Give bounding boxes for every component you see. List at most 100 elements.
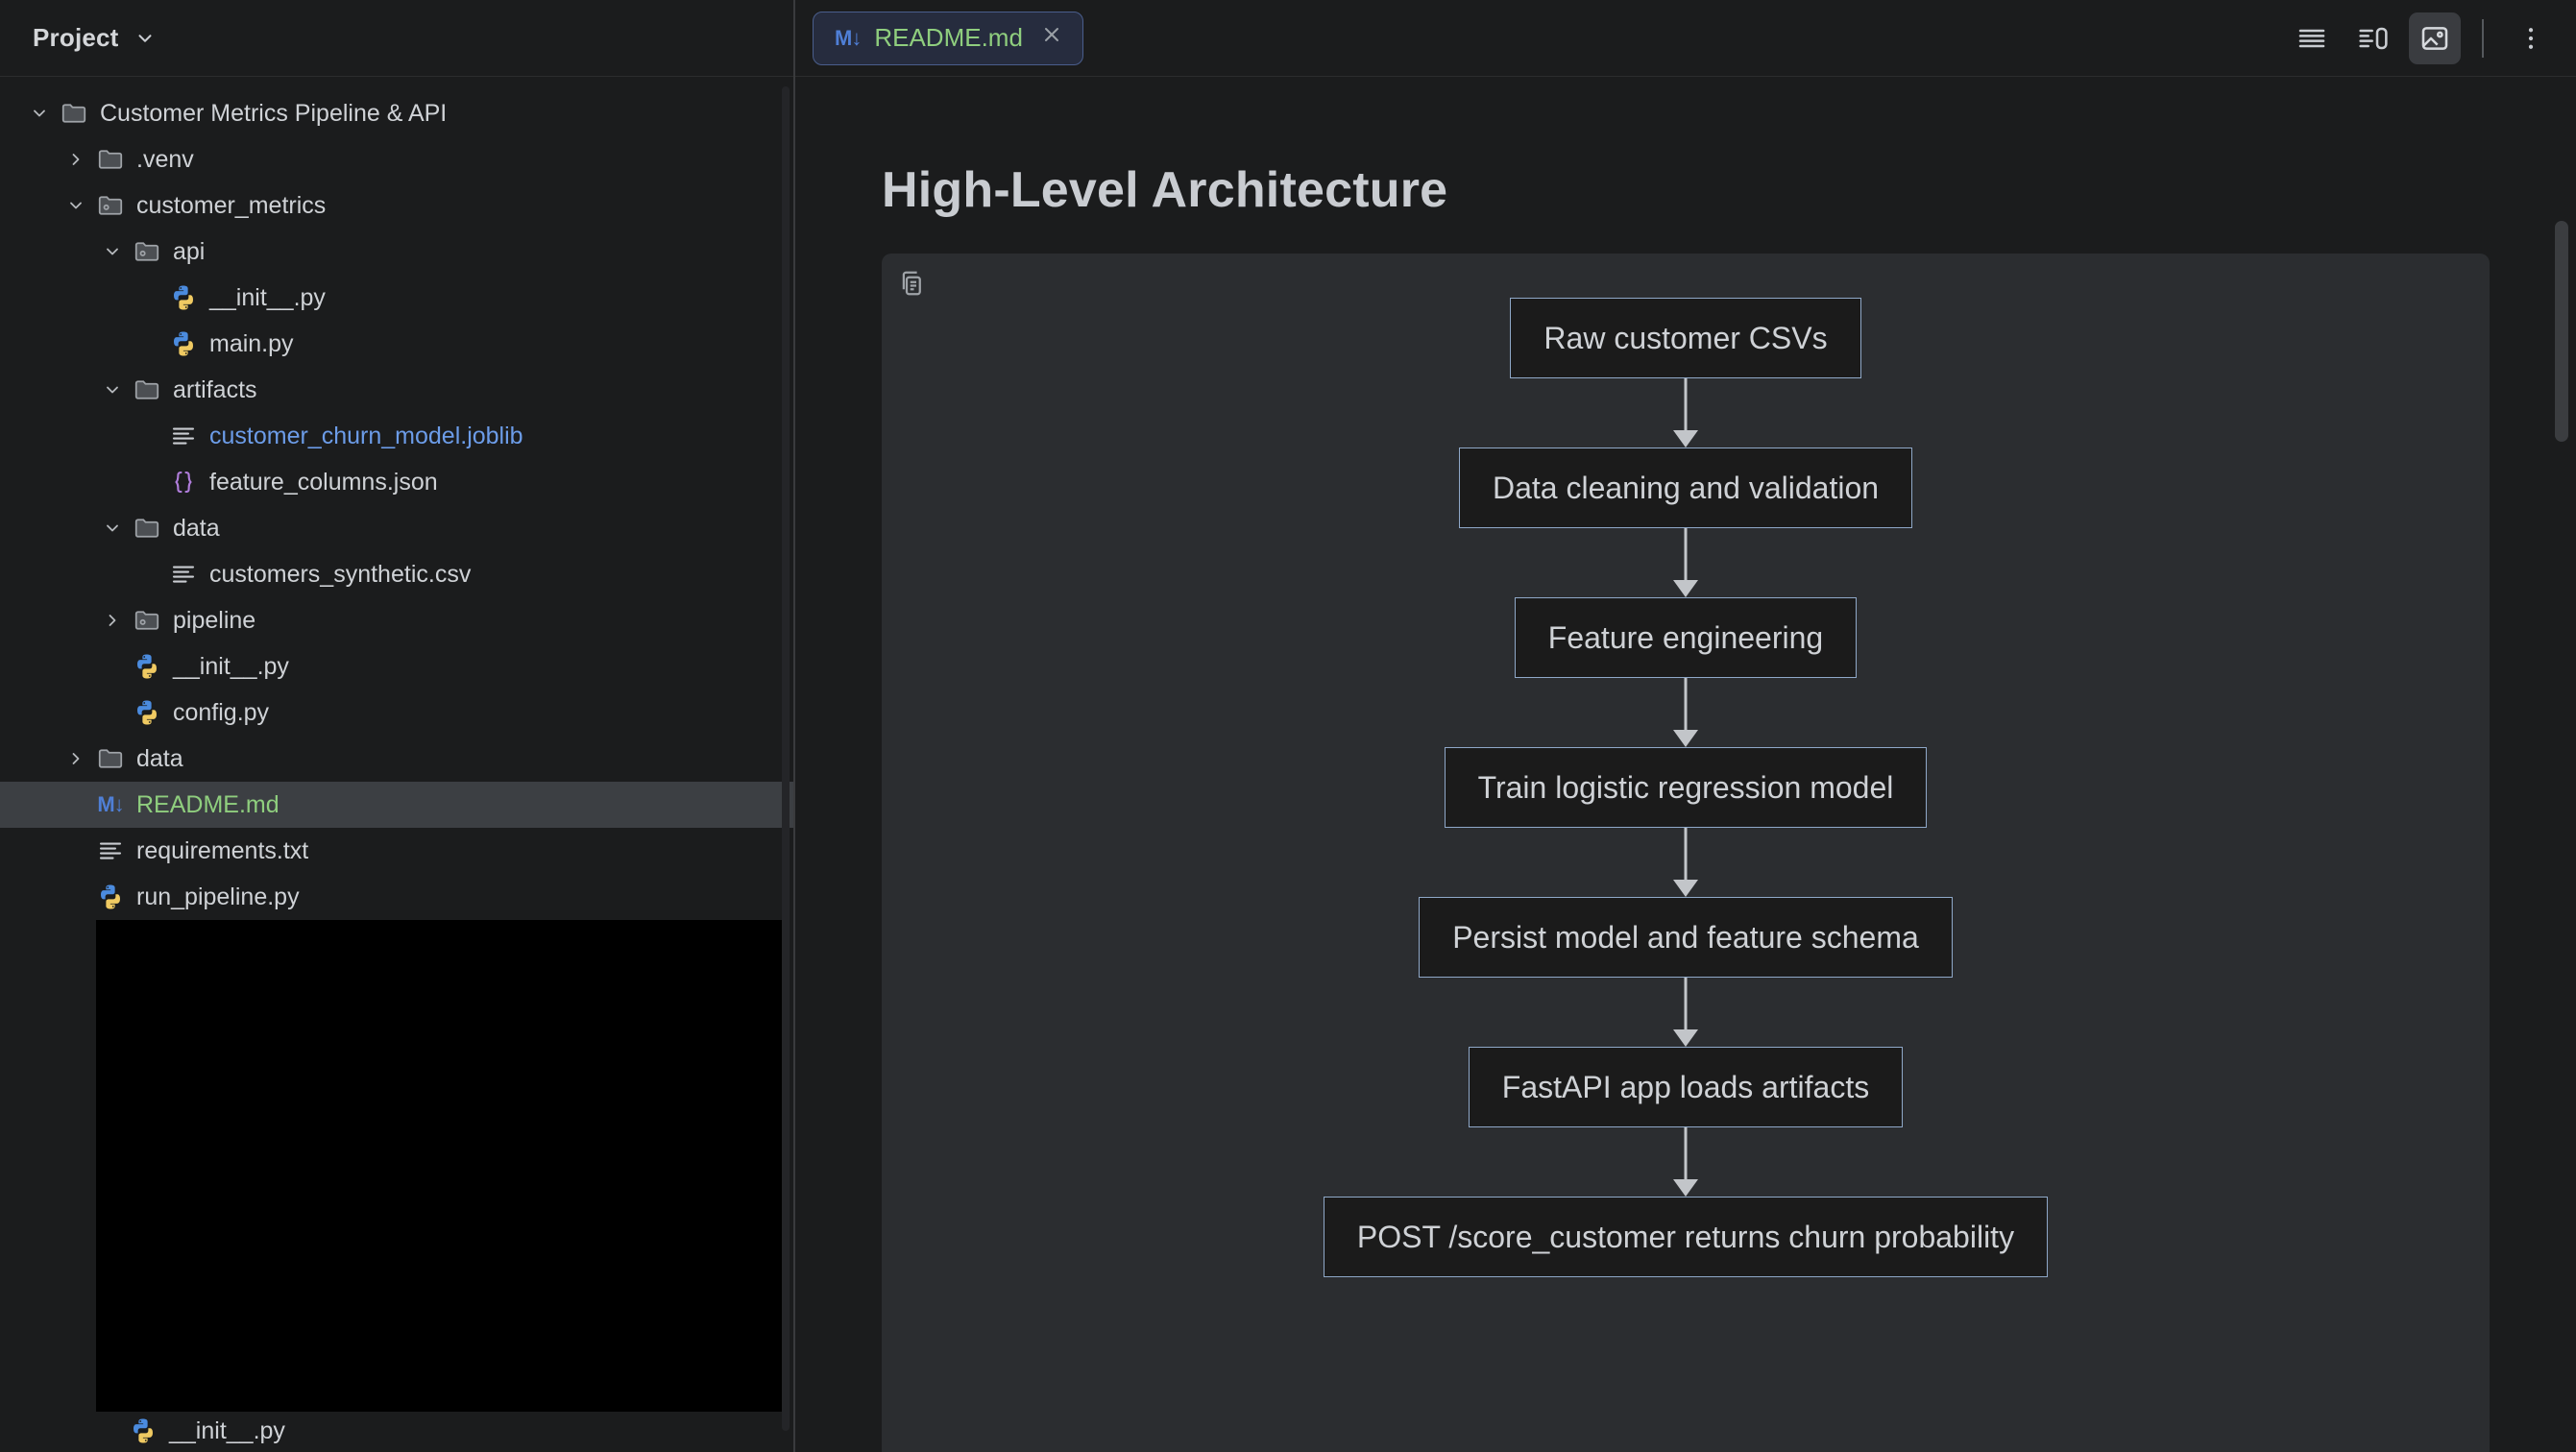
tab-label: README.md — [874, 23, 1023, 52]
tree-item-label: main.py — [209, 329, 294, 357]
tree-item-label: Customer Metrics Pipeline & API — [100, 99, 448, 127]
editor-area: M↓ README.md — [795, 0, 2576, 1452]
list-item-label: __init__.py — [169, 1416, 285, 1444]
tree-item-label: customer_churn_model.joblib — [209, 422, 523, 449]
chevron-down-icon[interactable] — [23, 104, 56, 123]
tree-item-label: __init__.py — [209, 283, 326, 311]
folder-icon — [92, 744, 129, 773]
tree-item-api[interactable]: api — [0, 229, 793, 275]
tree-item-label: feature_columns.json — [209, 468, 438, 496]
tree-item-label: README.md — [136, 790, 279, 818]
flow-node: POST /score_customer returns churn proba… — [1323, 1197, 2049, 1277]
python-file-icon — [129, 698, 165, 727]
tree-item-artifacts[interactable]: artifacts — [0, 367, 793, 413]
copy-icon[interactable] — [897, 269, 926, 302]
python-file-icon — [125, 1416, 161, 1445]
folder-icon — [129, 375, 165, 404]
flow-node: FastAPI app loads artifacts — [1468, 1047, 1904, 1127]
more-vertical-icon[interactable] — [2505, 12, 2557, 64]
flow-arrow — [1674, 1127, 1697, 1197]
split-view-icon[interactable] — [2347, 12, 2399, 64]
tree-item-customer-metrics-pipeline-api[interactable]: Customer Metrics Pipeline & API — [0, 90, 793, 136]
tree-item-init-py[interactable]: __init__.py — [0, 643, 793, 690]
flow-node: Raw customer CSVs — [1510, 298, 1861, 378]
folder-icon — [92, 145, 129, 174]
flow-arrow — [1674, 828, 1697, 897]
flow-node: Data cleaning and validation — [1458, 448, 1913, 528]
tree-item-customers-synthetic-csv[interactable]: customers_synthetic.csv — [0, 551, 793, 597]
python-file-icon — [165, 329, 202, 358]
python-file-icon — [92, 883, 129, 911]
chevron-down-icon[interactable] — [96, 519, 129, 538]
text-lines-icon — [165, 560, 202, 589]
tree-item-label: customers_synthetic.csv — [209, 560, 472, 588]
tree-item-config-py[interactable]: config.py — [0, 690, 793, 736]
flow-arrow — [1674, 978, 1697, 1047]
toolbar-divider — [2482, 18, 2484, 58]
chevron-right-icon[interactable] — [60, 150, 92, 169]
markdown-preview: High-Level Architecture Raw customer CSV… — [795, 77, 2576, 1452]
flow-node: Train logistic regression model — [1444, 747, 1928, 828]
flow-arrow — [1674, 678, 1697, 747]
lines-view-icon[interactable] — [2286, 12, 2338, 64]
tree-item-run-pipeline-py[interactable]: run_pipeline.py — [0, 874, 793, 920]
flow-node: Feature engineering — [1514, 597, 1858, 678]
tree-item-pipeline[interactable]: pipeline — [0, 597, 793, 643]
chevron-down-icon[interactable] — [96, 380, 129, 399]
text-lines-icon — [165, 422, 202, 450]
tree-item-customer-metrics[interactable]: customer_metrics — [0, 182, 793, 229]
sidebar-scrollbar[interactable] — [782, 86, 790, 1431]
tree-item-label: artifacts — [173, 375, 257, 403]
image-preview-icon[interactable] — [2409, 12, 2461, 64]
chevron-right-icon[interactable] — [96, 611, 129, 630]
tree-item-readme-md[interactable]: M↓ README.md — [0, 782, 793, 828]
list-item[interactable]: __init__.py — [0, 1410, 793, 1452]
flow-node: Persist model and feature schema — [1419, 897, 1953, 978]
tree-item-main-py[interactable]: main.py — [0, 321, 793, 367]
python-file-icon — [129, 652, 165, 681]
chevron-down-icon[interactable] — [96, 242, 129, 261]
python-package-icon — [129, 237, 165, 266]
sidebar-header[interactable]: Project — [0, 0, 793, 77]
tree-item-label: customer_metrics — [136, 191, 327, 219]
tree-item-label: data — [173, 514, 220, 542]
chevron-right-icon[interactable] — [60, 749, 92, 768]
python-package-icon — [92, 191, 129, 220]
sidebar-title: Project — [33, 23, 119, 52]
tree-item-label: .venv — [136, 145, 194, 173]
terminal-preview-panel — [96, 920, 788, 1412]
tree-item-label: requirements.txt — [136, 836, 309, 864]
chevron-down-icon[interactable] — [60, 196, 92, 215]
tree-item-venv[interactable]: .venv — [0, 136, 793, 182]
file-tree: Customer Metrics Pipeline & API .venv cust… — [0, 77, 793, 920]
tree-item-label: config.py — [173, 698, 270, 726]
tree-item-label: api — [173, 237, 206, 265]
tree-item-customer-churn-model-joblib[interactable]: customer_churn_model.joblib — [0, 413, 793, 459]
tree-item-init-py[interactable]: __init__.py — [0, 275, 793, 321]
editor-scrollbar[interactable] — [2555, 221, 2568, 442]
project-sidebar: Project Customer Metrics Pipeline & API.… — [0, 0, 795, 1452]
tree-item-data[interactable]: data — [0, 505, 793, 551]
python-file-icon — [165, 283, 202, 312]
tab-readme[interactable]: M↓ README.md — [813, 11, 1083, 65]
tree-item-feature-columns-json[interactable]: feature_columns.json — [0, 459, 793, 505]
close-icon[interactable] — [1040, 23, 1063, 53]
folder-icon — [56, 99, 92, 128]
text-lines-icon — [92, 836, 129, 865]
tree-item-label: data — [136, 744, 183, 772]
tree-item-data[interactable]: data — [0, 736, 793, 782]
flow-arrow — [1674, 528, 1697, 597]
tree-item-requirements-txt[interactable]: requirements.txt — [0, 828, 793, 874]
markdown-icon: M↓ — [97, 792, 124, 816]
tree-item-label: pipeline — [173, 606, 256, 634]
tree-item-label: __init__.py — [173, 652, 289, 680]
chevron-down-icon[interactable] — [134, 28, 156, 49]
folder-icon — [129, 514, 165, 543]
json-braces-icon — [165, 468, 202, 496]
editor-toolbar — [2286, 12, 2557, 64]
flow-arrow — [1674, 378, 1697, 448]
tab-bar: M↓ README.md — [795, 0, 2576, 77]
